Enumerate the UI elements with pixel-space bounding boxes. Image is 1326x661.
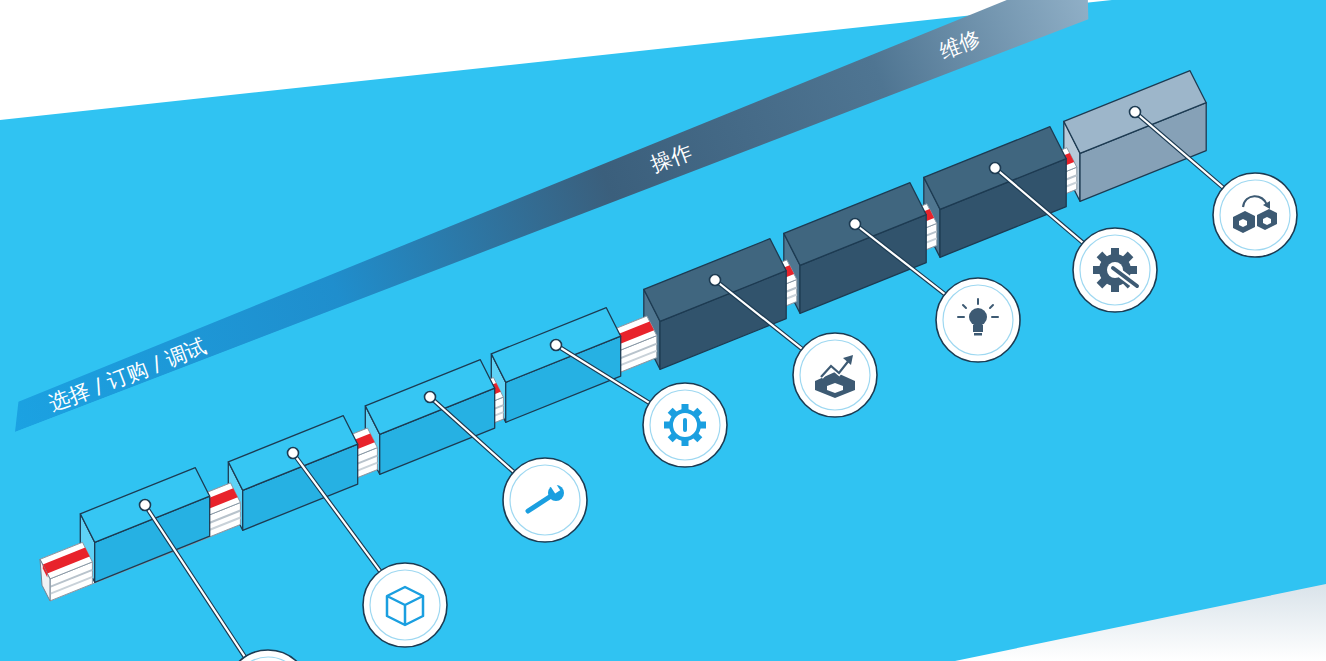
banner-arrow (0, 0, 1105, 432)
leader-dot (990, 163, 1001, 174)
icon-circle-inner (510, 465, 580, 535)
leader-line-outline (293, 453, 380, 571)
lifecycle-icon (387, 587, 423, 625)
carriage-top (365, 360, 494, 435)
rail-groove (50, 577, 92, 594)
carriage-top (80, 468, 209, 543)
leader-dot (288, 448, 299, 459)
leader-dot (850, 219, 861, 230)
carriage-top (924, 127, 1066, 210)
icon-circle (936, 278, 1020, 362)
leader-line (995, 168, 1083, 243)
icon-circle-inner (233, 657, 303, 661)
icon-circle-inner (1220, 180, 1290, 250)
carriage-top (228, 416, 357, 491)
leader-line (145, 505, 245, 657)
carriage-top (1064, 71, 1206, 154)
icon-circle-inner (943, 285, 1013, 355)
leader-dot (140, 500, 151, 511)
leader-line (556, 345, 649, 403)
icon-circle (363, 563, 447, 647)
carriage-top (644, 239, 786, 322)
leader-line (293, 453, 380, 571)
icon-circle-inner (650, 390, 720, 460)
leader-line-outline (1135, 112, 1223, 188)
leader-dot (1130, 107, 1141, 118)
lifecycle-icon (1233, 196, 1277, 233)
rail-end (40, 559, 50, 601)
leader-line (715, 280, 802, 349)
rail-top (40, 542, 92, 579)
icon-circle (793, 333, 877, 417)
rail-groove (50, 157, 1140, 594)
white-corner-top (0, 0, 1112, 120)
leader-dot (710, 275, 721, 286)
leader-line-outline (430, 397, 514, 472)
icon-circle (1073, 228, 1157, 312)
icon-circle-inner (370, 570, 440, 640)
leader-line-outline (995, 168, 1083, 243)
icon-circle (643, 383, 727, 467)
icon-circle (503, 458, 587, 542)
lifecycle-icon (1093, 248, 1137, 292)
leader-line-outline (855, 224, 945, 294)
leader-line-outline (556, 345, 649, 403)
leader-line-outline (715, 280, 802, 349)
lifecycle-icon (664, 404, 706, 446)
icon-circle (1213, 173, 1297, 257)
icon-circle (226, 650, 310, 661)
rail-side (50, 142, 1140, 601)
lifecycle-icon (958, 299, 998, 336)
leader-line (430, 397, 514, 472)
white-corner-bottom (955, 584, 1326, 661)
leader-line-outline (145, 505, 245, 657)
carriage-top (784, 183, 926, 266)
lifecycle-icon (815, 355, 855, 398)
leader-line (1135, 112, 1223, 188)
icon-circle-inner (1080, 235, 1150, 305)
rail-red-stripe (43, 548, 90, 574)
rail-groove (50, 150, 1140, 587)
rail-end-stripe (43, 565, 48, 578)
lifecycle-icon (528, 483, 564, 511)
icon-circle-inner (800, 340, 870, 410)
leader-line (855, 224, 945, 294)
leader-dot (551, 340, 562, 351)
leader-dot (425, 392, 436, 403)
